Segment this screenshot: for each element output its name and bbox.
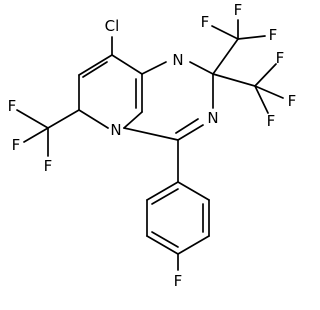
fluorine-atom-label-right-cf3-top: F bbox=[276, 49, 285, 67]
fluorine-atom-label-upper-cf3-right: F bbox=[269, 26, 278, 44]
nitrogen-atom-label-ring-right: N bbox=[207, 109, 218, 127]
bond-lines bbox=[16, 19, 284, 271]
chlorine-atom-label: Cl bbox=[105, 17, 120, 35]
fluorine-atom-label-upper-cf3-left: F bbox=[201, 13, 210, 31]
fluorine-atom-label-right-cf3-bottom: F bbox=[267, 112, 276, 130]
fluorine-atom-label-upper-cf3-top: F bbox=[234, 1, 243, 19]
fluorine-atom-label-left-cf3-bottom: F bbox=[44, 157, 53, 175]
nitrogen-atom-label-bridgehead: N bbox=[110, 121, 121, 139]
chemical-structure-diagram: Cl N N N F F F F F F F F F F bbox=[8, 1, 297, 290]
fluorine-atom-label-left-cf3-upper: F bbox=[8, 97, 17, 115]
fluorine-atom-label-right-cf3-right: F bbox=[288, 92, 297, 110]
atom-labels: Cl N N N F F F F F F F F F F bbox=[8, 1, 297, 290]
fluorine-atom-label-left-cf3-left: F bbox=[12, 136, 21, 154]
fluorine-atom-label-para: F bbox=[174, 272, 183, 290]
nitrogen-atom-label-ring-top: N bbox=[172, 51, 183, 69]
